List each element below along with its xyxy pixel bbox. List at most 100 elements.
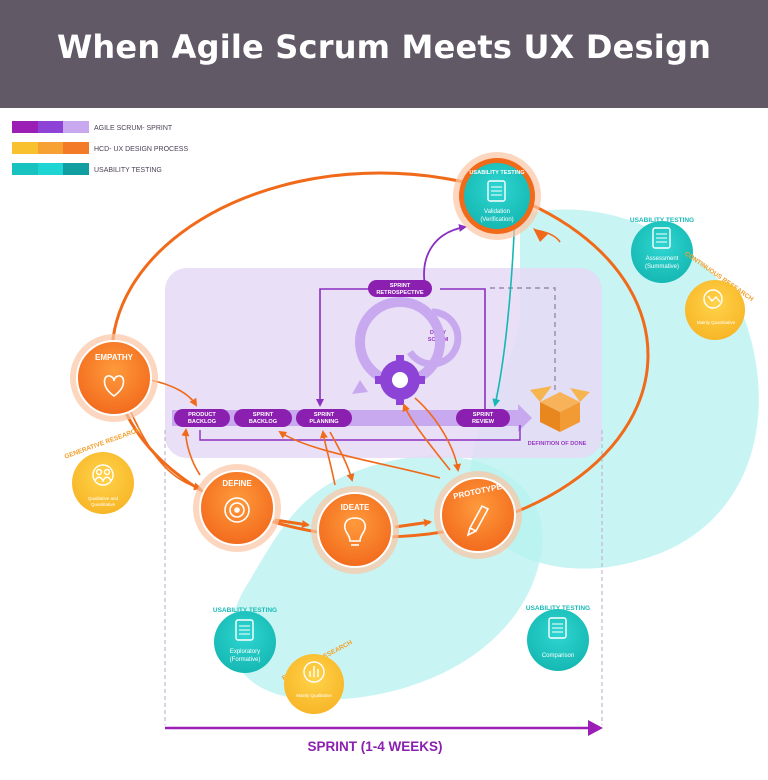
gear-hole — [392, 372, 408, 388]
legend-swatch — [38, 121, 63, 133]
pill-line-2: BACKLOG — [188, 419, 216, 425]
node-circle — [464, 163, 530, 229]
testing-node-comparison[interactable]: USABILITY TESTING Comparison — [526, 605, 590, 671]
legend-label-testing: USABILITY TESTING — [94, 167, 162, 174]
legend-swatch — [12, 142, 38, 154]
testing-node-validation[interactable]: USABILITY TESTING Validation (Verificati… — [453, 152, 541, 240]
box-flap — [530, 386, 552, 402]
node-circle — [631, 221, 693, 283]
done-dashed-line — [490, 287, 556, 392]
node-caption-2: (Formative) — [230, 657, 261, 663]
pill-product-backlog[interactable]: PRODUCT BACKLOG — [174, 409, 230, 427]
legend-label-hcd: HCD- UX DESIGN PROCESS — [94, 146, 188, 153]
node-label: EMPATHY — [95, 353, 134, 362]
empathy-to-define-arrow — [129, 409, 202, 491]
retro-to-validation-arrow — [423, 224, 467, 287]
legend-swatch — [63, 121, 89, 133]
definition-of-done-label: DEFINITION OF DONE — [528, 441, 587, 447]
gear-teeth — [375, 355, 425, 405]
review-to-retro-line — [440, 288, 486, 425]
ux-node-prototype[interactable]: PROTOTYPE — [434, 471, 522, 559]
ux-node-empathy[interactable]: EMPATHY — [70, 334, 158, 422]
pill-bg — [296, 409, 352, 427]
node-circle — [214, 611, 276, 673]
node-caption-2: (Summative) — [645, 264, 679, 270]
lightbulb-icon — [344, 517, 366, 546]
research-node-generative[interactable]: GENERATIVE RESEARCH Qualitative and Quan… — [64, 427, 142, 514]
legend-swatch — [63, 142, 89, 154]
node-caption: Mainly Quantitative — [697, 320, 736, 325]
legend-swatch — [63, 163, 89, 175]
pill-bg — [234, 409, 292, 427]
pill-line-2: REVIEW — [472, 419, 495, 425]
node-caption: Mainly Qualitative — [296, 693, 332, 698]
node-caption-1: Assessment — [646, 256, 679, 262]
page-title: When Agile Scrum Meets UX Design — [56, 28, 712, 66]
box-left — [540, 402, 560, 432]
ux-node-ideate[interactable]: IDEATE — [311, 486, 399, 574]
pill-line-2: RETROSPECTIVE — [376, 290, 424, 296]
node-caption-1: Exploratory — [230, 649, 260, 655]
testing-node-exploratory[interactable]: USABILITY TESTING Exploratory (Formative… — [213, 607, 277, 673]
sprint-cycle-ring — [355, 297, 446, 387]
define-to-ideate-arrow — [274, 518, 310, 529]
pencil-icon — [466, 504, 490, 537]
pill-line-1: SPRINT — [390, 283, 411, 289]
legend: AGILE SCRUM- SPRINT HCD- UX DESIGN PROCE… — [12, 121, 188, 175]
definition-of-done: DEFINITION OF DONE — [528, 386, 590, 447]
retro-to-planning-line — [316, 288, 373, 407]
define-to-backlog-arrow — [181, 428, 201, 476]
node-caption-1: Validation — [484, 209, 510, 215]
target-icon — [224, 497, 250, 523]
node-circle — [284, 654, 344, 714]
pill-line-1: SPRINT — [314, 412, 335, 418]
sprint-cycle-gear — [352, 297, 446, 405]
pill-sprint-retrospective[interactable]: SPRINT RETROSPECTIVE — [368, 280, 432, 297]
sprint-duration-arrowhead — [588, 720, 603, 736]
node-caption-2: Quantitative — [91, 502, 116, 507]
pill-line-1: PRODUCT — [188, 412, 216, 418]
legend-label-agile: AGILE SCRUM- SPRINT — [94, 125, 173, 132]
pill-sprint-backlog[interactable]: SPRINT BACKLOG — [234, 409, 292, 427]
checklist-icon — [487, 180, 506, 202]
legend-item-testing: USABILITY TESTING — [12, 163, 162, 175]
ux-node-define[interactable]: DEFINE — [193, 464, 281, 552]
planning-to-ideate-arrow — [329, 431, 355, 482]
sprint-cycle-arrowhead — [352, 380, 368, 394]
box-right — [560, 402, 580, 432]
box-flap — [570, 388, 590, 402]
legend-swatch — [38, 142, 63, 154]
trend-chart-icon — [703, 289, 723, 309]
pill-line-2: BACKLOG — [249, 419, 277, 425]
daily-scrum-loop — [407, 308, 462, 368]
node-circle — [72, 452, 134, 514]
pill-sprint-planning[interactable]: SPRINT PLANNING — [296, 409, 352, 427]
node-circle — [527, 609, 589, 671]
pill-line-2: PLANNING — [309, 419, 338, 425]
node-circle — [685, 280, 745, 340]
legend-swatch — [38, 163, 63, 175]
checklist-icon — [235, 619, 254, 641]
pill-sprint-review[interactable]: SPRINT REVIEW — [456, 409, 510, 427]
pill-bg — [456, 409, 510, 427]
pill-bg — [174, 409, 230, 427]
legend-swatch — [12, 163, 38, 175]
legend-swatch — [12, 121, 38, 133]
node-arc-label: USABILITY TESTING — [213, 607, 277, 614]
pill-line-1: SPRINT — [253, 412, 274, 418]
testing-node-assessment[interactable]: USABILITY TESTING Assessment (Summative) — [630, 217, 694, 283]
node-arc-label: USABILITY TESTING — [630, 217, 694, 224]
checklist-icon — [652, 227, 671, 249]
pill-line-1: SPRINT — [473, 412, 494, 418]
people-icon — [92, 464, 114, 486]
legend-item-hcd: HCD- UX DESIGN PROCESS — [12, 142, 188, 154]
sprint-track-arrowhead — [518, 404, 532, 432]
node-label: IDEATE — [341, 503, 370, 512]
node-arc-label: USABILITY TESTING — [526, 605, 590, 612]
legend-item-agile: AGILE SCRUM- SPRINT — [12, 121, 173, 133]
node-label: USABILITY TESTING — [469, 170, 524, 176]
ideate-to-planning-arrow — [319, 430, 336, 486]
ideate-to-prototype-arrow — [394, 518, 432, 529]
prototype-to-backlog-arrow — [278, 430, 441, 479]
